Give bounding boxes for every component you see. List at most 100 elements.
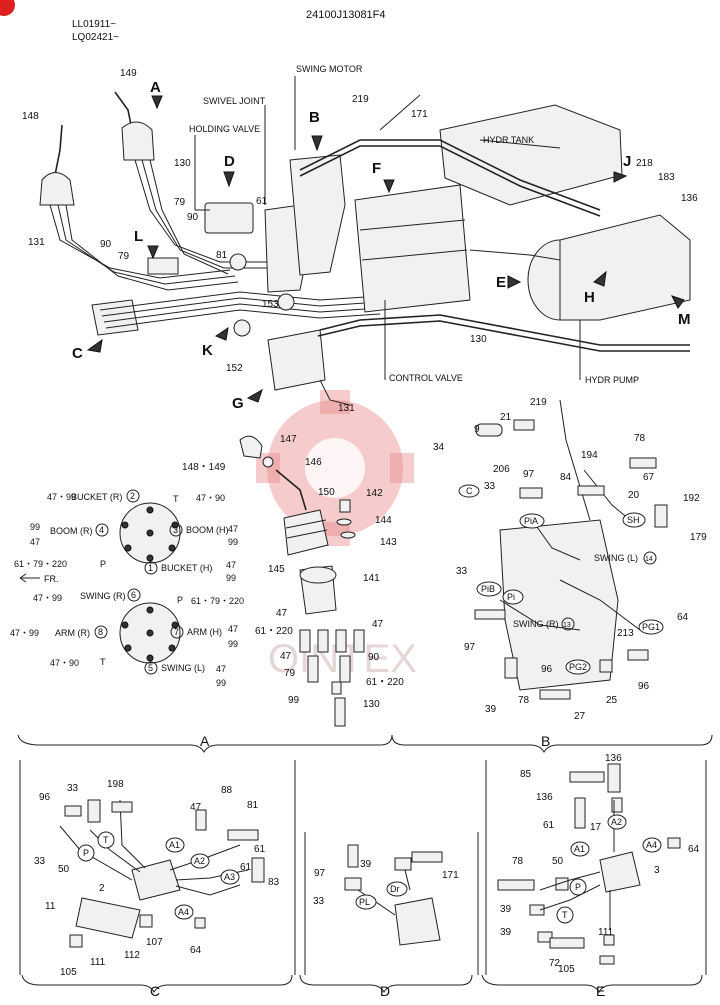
part-97-d: 97	[314, 868, 326, 879]
port-swing-l: SWING (L)	[161, 663, 205, 673]
part-141: 141	[363, 573, 380, 584]
part-99: 99	[288, 695, 300, 706]
part-131b: 131	[338, 403, 355, 414]
callout-m: M	[678, 311, 691, 328]
callout-k: K	[202, 342, 213, 359]
part-142: 142	[366, 488, 383, 499]
arrow-k-icon	[214, 326, 229, 341]
part-192: 192	[683, 493, 700, 504]
part-72: 72	[549, 958, 561, 969]
part-33-b: 33	[484, 481, 496, 492]
port-dr: Dr	[390, 884, 400, 894]
lower-99-r: 99	[228, 639, 238, 649]
part-147: 147	[280, 434, 297, 445]
callout-f: F	[372, 160, 381, 177]
part-206: 206	[493, 464, 510, 475]
part-105-e: 105	[558, 964, 575, 975]
arrow-e-icon	[507, 275, 522, 289]
part-47-b: 47	[280, 651, 292, 662]
part-107: 107	[146, 937, 163, 948]
part-111-e: 111	[598, 927, 614, 938]
lower-47-b: 47	[216, 664, 226, 674]
part-61-e: 61	[543, 820, 555, 831]
part-111-c: 111	[90, 957, 106, 968]
part-79: 79	[284, 668, 296, 679]
swing-l-b: SWING (L)	[594, 553, 638, 563]
part-47-c: 47	[372, 619, 384, 630]
part-20: 20	[628, 490, 640, 501]
part-64-b: 64	[677, 612, 689, 623]
port-pia: PiA	[524, 516, 538, 526]
callout-a: A	[150, 79, 161, 96]
port-pl: PL	[359, 897, 370, 907]
port-pg2: PG2	[569, 662, 587, 672]
swivel-joint-label: SWIVEL JOINT	[203, 96, 266, 106]
part-96-b2: 96	[638, 681, 650, 692]
part-136: 136	[681, 193, 698, 204]
serial-range-1: LL01911~	[72, 19, 116, 30]
part-39-d: 39	[360, 859, 372, 870]
arrow-j-icon	[613, 171, 628, 183]
serial-range-2: LQ02421~	[72, 32, 119, 43]
top-assembly	[39, 91, 691, 406]
part-61: 61	[256, 196, 268, 207]
arrow-l-icon	[147, 245, 159, 260]
part-198: 198	[107, 779, 124, 790]
part-64-e: 64	[688, 844, 700, 855]
part-33-b2: 33	[456, 566, 468, 577]
upper-99: 99	[30, 522, 40, 532]
port-boom-r: BOOM (R)	[50, 526, 93, 536]
part-78-b: 78	[634, 433, 646, 444]
doc-code: 24100J13081F4	[306, 9, 386, 21]
hydr-tank-label: HYDR TANK	[483, 135, 534, 145]
swing-r-b: SWING (R)	[513, 619, 559, 629]
part-153: 153	[262, 299, 279, 310]
arrow-g-icon	[246, 388, 263, 403]
callout-h: H	[584, 289, 595, 306]
section-frames	[19, 760, 707, 975]
port-pib: PiB	[481, 584, 495, 594]
arrow-b-icon	[311, 135, 323, 152]
upper-47: 47	[30, 537, 40, 547]
part-96-c: 96	[39, 792, 51, 803]
fr-label: FR.	[44, 574, 59, 584]
part-39-e: 39	[500, 904, 512, 915]
swing-l-num-b: 14	[645, 556, 653, 563]
part-84: 84	[560, 472, 572, 483]
part-25: 25	[606, 695, 618, 706]
brace-d	[299, 974, 473, 994]
brace-e	[481, 974, 703, 994]
callout-c: C	[72, 345, 83, 362]
port-swing-l-num: 5	[148, 663, 153, 673]
holding-valve-label: HOLDING VALVE	[189, 124, 260, 134]
hydr-pump-label: HYDR PUMP	[585, 375, 639, 385]
section-label-e: E	[596, 983, 605, 999]
part-17: 17	[590, 822, 602, 833]
port-a4-c: A4	[178, 907, 189, 917]
brace-b	[391, 734, 713, 754]
section-label-b: B	[541, 733, 550, 749]
part-78-b2: 78	[518, 695, 530, 706]
part-9: 9	[474, 424, 480, 435]
part-152: 152	[226, 363, 243, 374]
port-arm-r-num: 8	[98, 627, 103, 637]
part-145: 145	[268, 564, 285, 575]
callout-e: E	[496, 274, 506, 291]
port-a2-c: A2	[194, 856, 205, 866]
part-11: 11	[45, 901, 56, 912]
part-136-e2: 136	[536, 792, 553, 803]
callout-j: J	[623, 153, 631, 170]
control-valve-label: CONTROL VALVE	[389, 373, 463, 383]
part-105-c: 105	[60, 967, 77, 978]
port-swing-r-num: 6	[131, 590, 136, 600]
upper-99-r: 99	[228, 537, 238, 547]
part-90b: 90	[100, 239, 112, 250]
callout-g: G	[232, 395, 244, 412]
section-d: 97 39 171 33 Dr PL	[313, 844, 459, 946]
port-p-c: P	[83, 848, 89, 858]
fr-arrow-icon	[19, 573, 40, 583]
boot-150-icon	[283, 509, 329, 556]
swing-motor-label: SWING MOTOR	[296, 64, 363, 74]
section-label-d: D	[380, 983, 390, 999]
